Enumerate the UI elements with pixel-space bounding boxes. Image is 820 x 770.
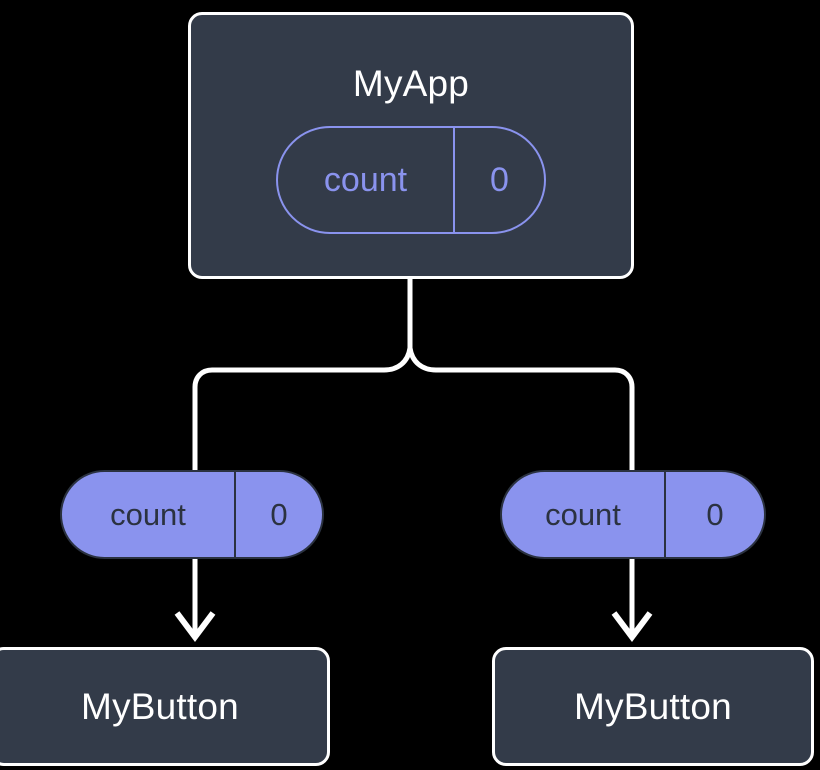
prop-key: count: [62, 472, 236, 557]
edge-branch-right: [407, 347, 635, 470]
prop-pill-right[interactable]: count 0: [500, 470, 766, 559]
arrow-down-icon-left: [174, 611, 216, 642]
prop-pill-left[interactable]: count 0: [60, 470, 324, 559]
state-pill-root[interactable]: count 0: [276, 126, 546, 234]
state-key: count: [278, 128, 455, 232]
component-title: MyApp: [352, 63, 470, 104]
edge-branch-left: [192, 347, 413, 470]
state-value: 0: [490, 161, 509, 199]
component-title: MyButton: [81, 686, 239, 727]
component-node-mybutton-right[interactable]: MyButton: [492, 647, 814, 766]
component-node-mybutton-left[interactable]: MyButton: [0, 647, 330, 766]
prop-key: count: [502, 472, 666, 557]
prop-value: 0: [706, 497, 724, 532]
component-title: MyButton: [574, 686, 732, 727]
arrow-down-icon-right: [611, 611, 653, 642]
prop-value: 0: [270, 497, 288, 532]
